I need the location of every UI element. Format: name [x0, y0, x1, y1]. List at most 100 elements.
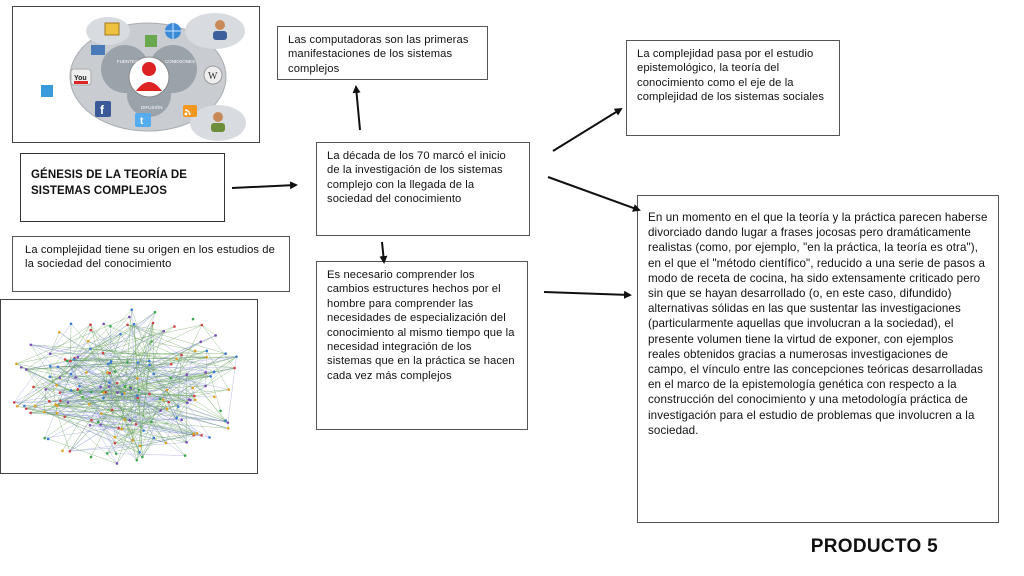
folder-icon	[104, 22, 120, 36]
network-edge	[30, 344, 57, 386]
network-edge	[55, 335, 216, 405]
network-edge	[127, 324, 194, 436]
network-edge	[151, 330, 164, 342]
youtube-icon: You	[70, 68, 92, 86]
network-node	[15, 362, 18, 366]
network-node	[55, 411, 59, 415]
network-edge	[16, 363, 137, 425]
footer-label: PRODUCTO 5	[810, 536, 938, 557]
network-node	[135, 394, 139, 398]
network-edge	[86, 312, 156, 373]
network-edge	[109, 382, 140, 453]
network-node	[192, 432, 196, 436]
network-edge	[75, 356, 207, 378]
network-edge	[49, 396, 83, 402]
network-node	[185, 441, 188, 444]
network-node	[69, 359, 72, 363]
network-node	[191, 386, 195, 390]
center-box: La década de los 70 marcó el inicio de l…	[316, 142, 530, 236]
network-node	[131, 438, 134, 442]
network-node	[106, 362, 110, 366]
center-text: La década de los 70 marcó el inicio de l…	[327, 150, 506, 206]
network-node	[142, 429, 145, 432]
network-edge	[55, 393, 150, 405]
network-node	[193, 349, 197, 353]
network-node	[208, 436, 211, 439]
network-edge	[176, 358, 226, 422]
large-text: En un momento en el que la teoría y la p…	[648, 211, 988, 437]
network-edge	[26, 369, 72, 391]
network-edge	[24, 405, 179, 407]
network-node	[58, 331, 61, 334]
network-node	[59, 399, 62, 403]
network-node	[54, 403, 57, 406]
network-edge	[73, 324, 128, 360]
network-node	[185, 373, 189, 376]
network-edge	[186, 374, 229, 423]
network-node	[116, 391, 119, 394]
network-node	[227, 388, 230, 391]
network-node	[153, 310, 157, 314]
network-edge	[16, 316, 130, 364]
network-edge	[69, 364, 150, 452]
network-edge	[79, 363, 172, 387]
network-edge	[56, 312, 156, 386]
network-node	[48, 364, 52, 368]
network-edge	[205, 356, 237, 387]
social-network-illustration: FUENTES CONEXIONES DIFUSIÓN You f t W	[41, 13, 246, 141]
bird-icon	[41, 85, 53, 97]
network-edge	[106, 397, 138, 454]
network-edge	[45, 389, 161, 400]
network-edge	[59, 324, 128, 378]
network-node	[195, 432, 199, 435]
network-node	[120, 427, 124, 431]
network-edge	[127, 324, 226, 354]
network-node	[115, 381, 119, 385]
network-node	[104, 390, 108, 394]
network-edge	[153, 373, 198, 434]
network-edge	[110, 362, 167, 444]
network-edge	[30, 395, 138, 414]
network-edge	[70, 360, 210, 438]
network-node	[165, 388, 169, 392]
changes-text: Es necesario comprender los cambios estr…	[327, 269, 515, 382]
network-edge	[17, 360, 71, 407]
network-edge	[101, 413, 152, 423]
network-edge	[74, 357, 128, 363]
network-node	[114, 452, 118, 455]
network-edge	[69, 389, 168, 452]
network-edge	[50, 333, 121, 354]
svg-text:W: W	[208, 71, 218, 82]
network-node	[105, 452, 109, 455]
network-edge	[74, 357, 150, 362]
network-node	[167, 400, 171, 404]
network-node	[180, 353, 183, 357]
network-edge	[91, 420, 137, 461]
network-node	[176, 405, 180, 408]
network-node	[44, 388, 48, 391]
network-node	[205, 349, 209, 353]
network-node	[90, 418, 93, 422]
network-edge	[77, 350, 207, 390]
twitter-icon: t	[135, 113, 151, 127]
network-node	[158, 397, 162, 401]
network-node	[99, 385, 102, 389]
network-node	[113, 435, 117, 439]
network-node	[121, 392, 124, 396]
svg-text:t: t	[140, 116, 144, 127]
network-edge	[110, 361, 126, 387]
network-edge	[86, 324, 135, 373]
network-edge	[50, 332, 60, 354]
network-node	[24, 368, 28, 371]
network-node	[169, 376, 173, 380]
network-node	[151, 321, 155, 325]
globe-icon	[165, 23, 181, 39]
network-node	[55, 404, 59, 408]
network-node	[148, 392, 151, 396]
network-node	[175, 357, 178, 361]
network-node	[138, 444, 142, 448]
network-edge	[56, 413, 70, 452]
network-edge	[30, 408, 167, 414]
network-node	[86, 339, 90, 343]
